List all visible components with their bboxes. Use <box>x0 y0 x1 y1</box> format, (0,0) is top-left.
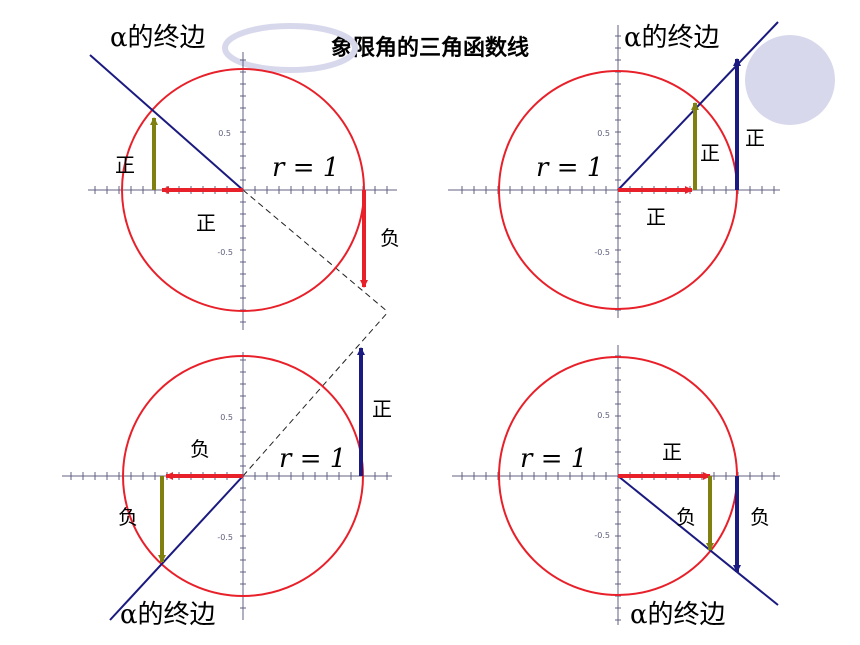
x-axis <box>448 186 780 194</box>
radius-label: r = 1 <box>279 444 346 474</box>
dashed-extension-lower <box>242 311 389 477</box>
slide-title: 象限角的三角函数线 <box>330 36 529 61</box>
tick-label-pos: 0.5 <box>597 129 610 138</box>
panel-quadrant-1: 0.5 -0.5 α的终边 r = 1 正 正 正 <box>448 21 780 318</box>
tick-label-neg: -0.5 <box>217 533 233 542</box>
radius-label: r = 1 <box>520 444 587 474</box>
sine-sign-label: 负 <box>118 505 138 529</box>
dashed-extension-upper <box>242 189 389 313</box>
panel-quadrant-3: 0.5 -0.5 α的终边 r = 1 负 负 正 <box>62 347 392 630</box>
terminal-side-label: α的终边 <box>120 600 216 630</box>
tick-label-neg: -0.5 <box>217 248 233 257</box>
terminal-side <box>617 475 779 606</box>
tick-label-pos: 0.5 <box>218 129 231 138</box>
cosine-sign-label: 正 <box>196 211 216 235</box>
radius-label: r = 1 <box>272 153 339 183</box>
panel-quadrant-4: 0.5 -0.5 α的终边 r = 1 负 正 负 <box>452 345 780 630</box>
tangent-sign-label: 正 <box>372 397 392 421</box>
decorative-rings <box>222 23 835 125</box>
terminal-side-label: α的终边 <box>630 600 726 630</box>
cosine-sign-label: 正 <box>646 205 666 229</box>
y-axis <box>615 25 621 318</box>
sine-sign-label: 正 <box>700 141 720 165</box>
terminal-side-label: α的终边 <box>624 23 720 53</box>
y-axis-ticks <box>240 59 246 323</box>
terminal-side <box>89 54 244 191</box>
terminal-side-label: α的终边 <box>110 23 206 53</box>
tangent-sign-label: 正 <box>745 126 765 150</box>
tick-label-pos: 0.5 <box>220 413 233 422</box>
cosine-sign-label: 负 <box>190 437 210 461</box>
panel-quadrant-2: 0.5 -0.5 α的终边 r = 1 正 正 负 <box>88 23 400 330</box>
tick-label-neg: -0.5 <box>594 531 610 540</box>
tangent-sign-label: 负 <box>750 505 770 529</box>
cosine-sign-label: 正 <box>662 440 682 464</box>
tick-label-neg: -0.5 <box>594 248 610 257</box>
x-axis <box>452 472 780 480</box>
y-axis-ticks <box>240 359 246 609</box>
y-axis <box>615 345 621 625</box>
radius-label: r = 1 <box>536 153 603 183</box>
y-axis <box>240 352 246 620</box>
sine-sign-label: 负 <box>676 505 696 529</box>
terminal-side <box>109 475 244 621</box>
y-axis-ticks <box>615 35 621 311</box>
tick-label-pos: 0.5 <box>597 411 610 420</box>
sine-sign-label: 正 <box>115 153 135 177</box>
tangent-sign-label: 负 <box>380 226 400 250</box>
